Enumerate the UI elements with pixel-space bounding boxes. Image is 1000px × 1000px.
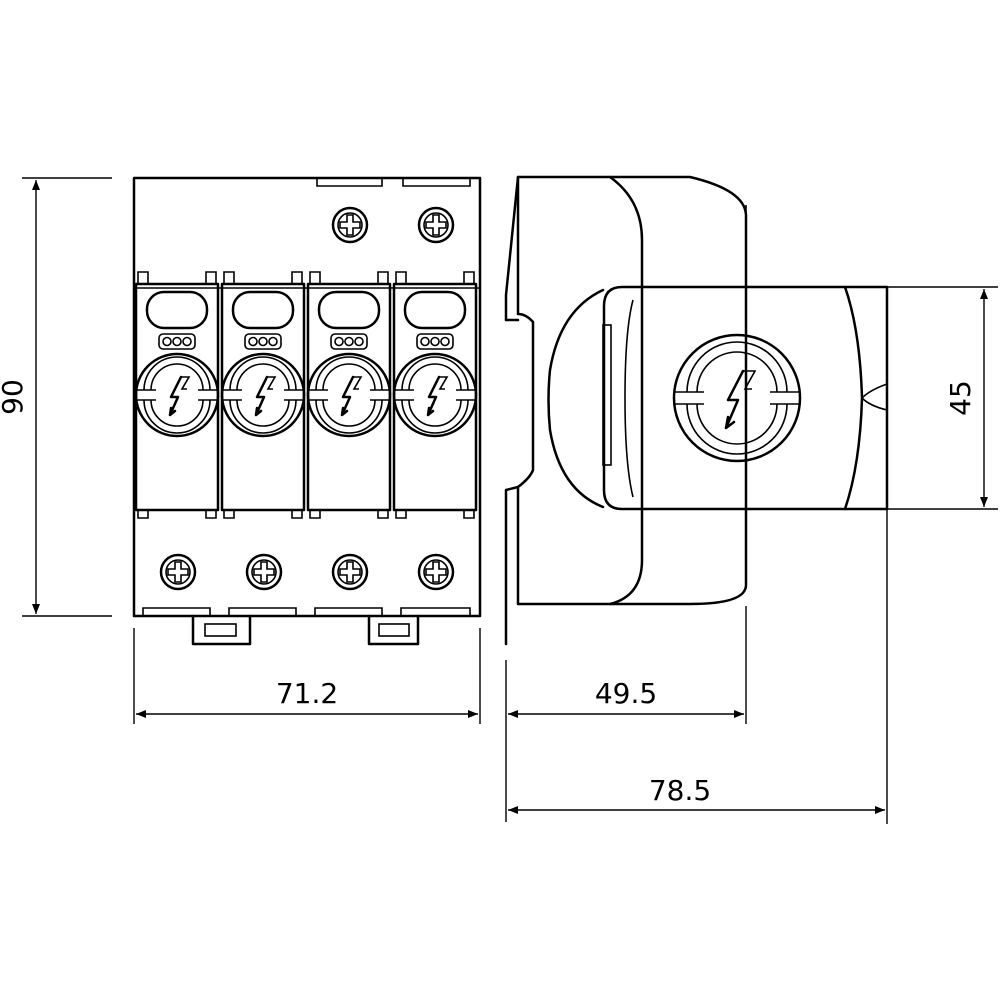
- screw-icon: [417, 206, 455, 244]
- dimension-label: 45: [944, 380, 977, 416]
- module-strip: [134, 272, 480, 518]
- front-housing: [132, 176, 482, 618]
- dimension-label: 71.2: [276, 677, 338, 710]
- protection-module: [222, 272, 304, 518]
- lightning-ring-icon: [672, 333, 802, 463]
- dimension-label: 78.5: [649, 774, 711, 807]
- dimension-label: 49.5: [595, 677, 657, 710]
- dimension-height-handle: 45: [870, 286, 998, 510]
- side-housing: [516, 175, 644, 606]
- protection-module: [308, 272, 390, 518]
- top-label-slot-2: [402, 178, 471, 187]
- screw-icon: [331, 206, 369, 244]
- dimension-label: 90: [0, 379, 29, 415]
- screw-icon: [245, 553, 283, 591]
- dimension-width-front: 71.2: [133, 628, 481, 724]
- side-view: [504, 175, 889, 646]
- curved-cutout: [547, 288, 605, 509]
- dimension-depth-body: 49.5: [505, 606, 747, 822]
- din-rail-hook: [504, 175, 520, 646]
- dimension-height-total: 90: [0, 177, 112, 617]
- screw-icon: [331, 553, 369, 591]
- protection-module: [136, 272, 218, 518]
- din-clip: [191, 614, 252, 646]
- plug-in-module: [602, 285, 864, 511]
- dimension-depth-total: 78.5: [508, 462, 888, 824]
- screw-icon: [417, 553, 455, 591]
- top-label-slot-1: [316, 178, 383, 187]
- screw-icon: [159, 553, 197, 591]
- din-clip: [367, 614, 420, 646]
- protection-module: [394, 272, 476, 518]
- front-view: [132, 176, 482, 646]
